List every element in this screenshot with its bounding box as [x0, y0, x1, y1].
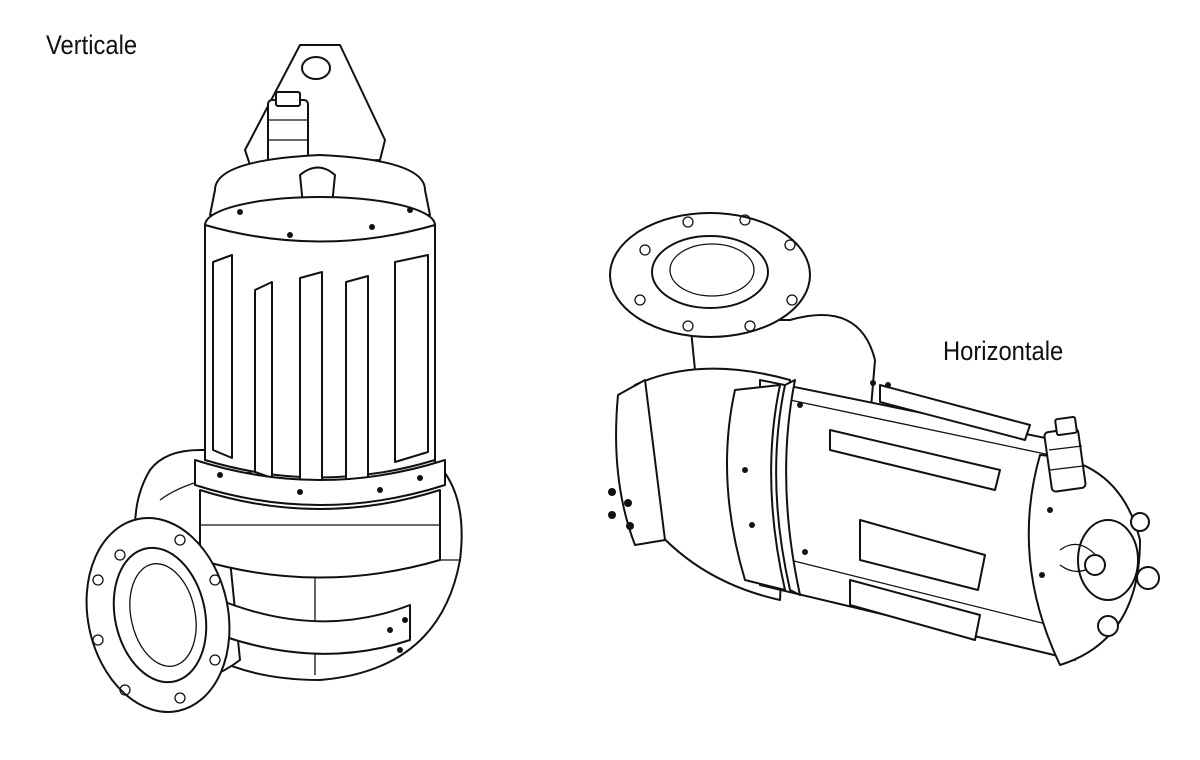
- horizontal-pump-drawing: [608, 212, 1160, 666]
- vertical-pump-label: Verticale: [46, 30, 138, 60]
- vertical-pump-drawing: [85, 44, 463, 713]
- horizontal-pump-label: Horizontale: [943, 336, 1064, 366]
